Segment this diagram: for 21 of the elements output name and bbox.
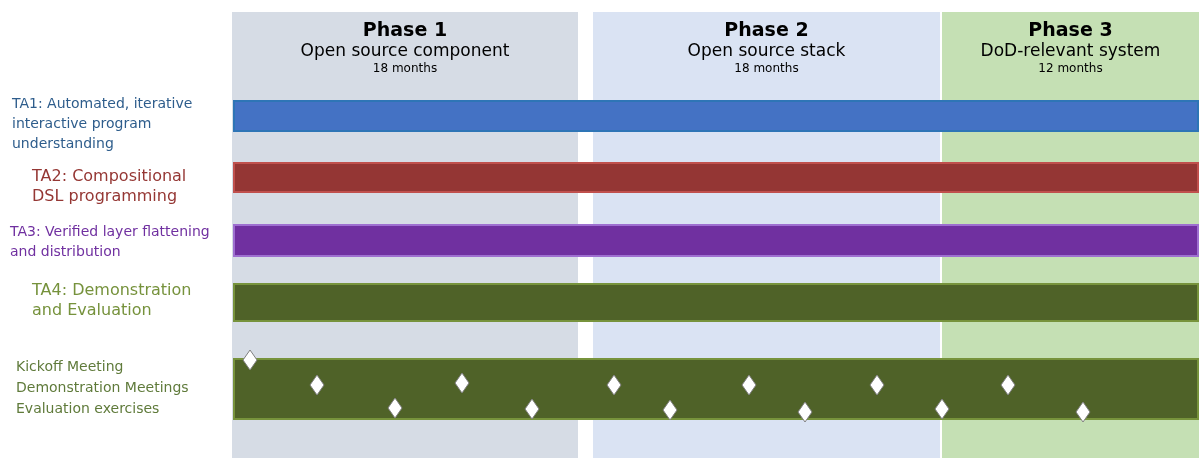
timeline-bar	[233, 100, 1199, 132]
phase-duration: 18 months	[734, 60, 799, 76]
timeline-bar	[233, 162, 1199, 193]
phase-subtitle: DoD-relevant system	[980, 40, 1161, 60]
phase-duration: 12 months	[1038, 60, 1103, 76]
milestone-label: Kickoff Meeting	[16, 357, 125, 376]
task-area-label: TA4: Demonstration and Evaluation	[32, 280, 193, 320]
task-area-label: TA3: Verified layer flattening and distribution	[10, 222, 211, 261]
phase-duration: 18 months	[372, 60, 438, 76]
task-area-label: TA2: Compositional DSL programming	[32, 166, 188, 206]
phase-title: Phase 2	[724, 18, 809, 40]
timeline-bar	[233, 283, 1199, 322]
timeline-bar	[233, 358, 1199, 420]
phase-title: Phase 3	[1028, 18, 1113, 40]
phase-subtitle: Open source stack	[687, 40, 846, 60]
task-area-label: TA1: Automated, iterative interactive program understanding	[12, 94, 194, 153]
milestone-label: Demonstration Meetings	[16, 378, 190, 397]
milestone-label: Evaluation exercises	[16, 399, 161, 418]
phase-subtitle: Open source component	[300, 40, 510, 60]
timeline-bar	[233, 224, 1199, 257]
phase-title: Phase 1	[362, 18, 448, 40]
